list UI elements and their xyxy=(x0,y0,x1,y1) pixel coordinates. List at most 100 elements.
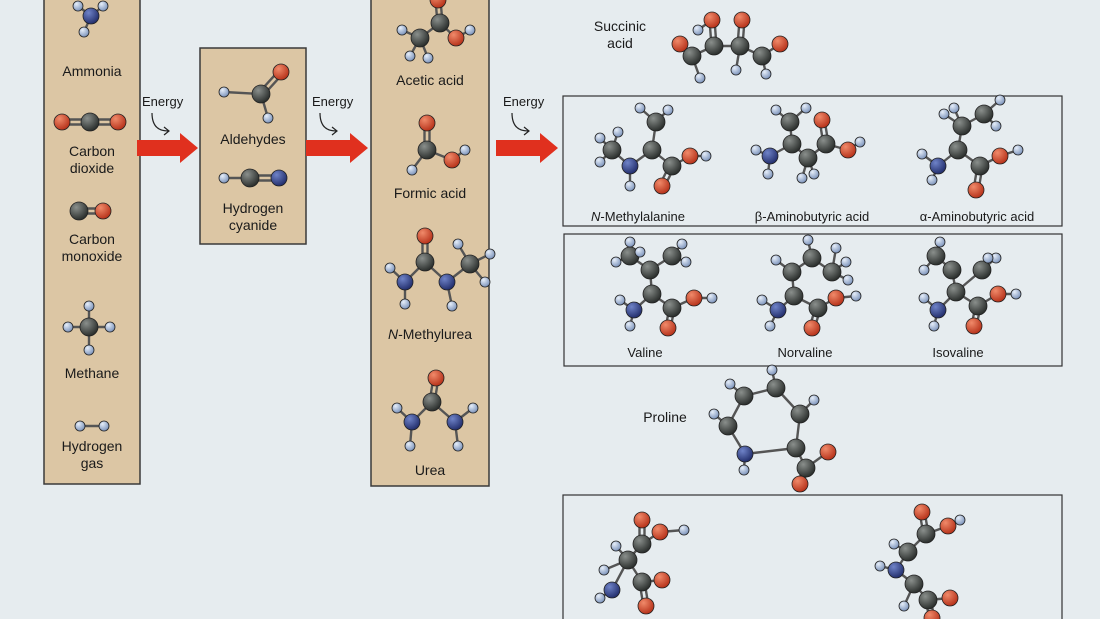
carbon-atom xyxy=(752,46,772,66)
hydrogen-atom xyxy=(610,540,622,552)
oxygen-atom xyxy=(771,35,789,53)
carbon-atom xyxy=(948,140,968,160)
carbon-atom xyxy=(972,260,992,280)
hydrogen-atom xyxy=(760,68,772,80)
hydrogen-atom xyxy=(888,538,900,550)
label-n-methylurea: N-Methylurea xyxy=(371,326,489,343)
nitrogen-atom xyxy=(603,581,621,599)
hydrogen-atom xyxy=(399,298,411,310)
norvaline-molecule xyxy=(756,234,862,337)
oxygen-atom xyxy=(967,181,985,199)
alpha-aminobutyric-molecule xyxy=(916,94,1024,199)
oxygen-atom xyxy=(991,147,1009,165)
hydrogen-atom xyxy=(104,321,116,333)
hydrogen-atom xyxy=(452,238,464,250)
hydrogen-atom xyxy=(391,402,403,414)
oxygen-atom xyxy=(671,35,689,53)
carbon-atom xyxy=(662,298,682,318)
carbon-atom xyxy=(816,134,836,154)
carbon-atom xyxy=(80,112,100,132)
hydrogen-atom xyxy=(926,174,938,186)
hydrogen-atom xyxy=(624,180,636,192)
label-n-methylalanine: N-Methylalanine xyxy=(568,208,708,225)
hydrogen-atom xyxy=(598,564,610,576)
isovaline-molecule xyxy=(918,236,1022,335)
label-isovaline: Isovaline xyxy=(932,345,984,360)
oxygen-atom xyxy=(659,319,677,337)
nitrogen-atom xyxy=(82,7,100,25)
label-norvaline: Norvaline xyxy=(777,345,833,360)
panel-aldehydes-cyanide xyxy=(199,47,307,245)
hydrogen-atom xyxy=(83,344,95,356)
carbon-atom xyxy=(822,262,842,282)
hydrogen-atom xyxy=(800,102,812,114)
hydrogen-atom xyxy=(97,0,109,12)
n-methylalanine-rest: -Methylalanine xyxy=(600,209,685,224)
carbon-atom xyxy=(898,542,918,562)
oxygen-atom xyxy=(941,589,959,607)
energy-label-1: Energy xyxy=(142,94,184,109)
nitrogen-atom xyxy=(403,413,421,431)
hydrogen-atom xyxy=(680,256,692,268)
hydrogen-atom xyxy=(404,50,416,62)
carbon-atom xyxy=(784,286,804,306)
oxygen-atom xyxy=(418,114,436,132)
hydrogen-atom xyxy=(808,168,820,180)
carbon-atom xyxy=(632,534,652,554)
hydrogen-atom xyxy=(459,144,471,156)
hydrogen-atom xyxy=(770,254,782,266)
hydrogen-atom xyxy=(830,242,842,254)
oxygen-atom xyxy=(827,289,845,307)
oxygen-atom xyxy=(703,11,721,29)
carbon-atom xyxy=(662,246,682,266)
carbon-atom xyxy=(618,550,638,570)
nitrogen-atom xyxy=(438,273,456,291)
panel-simple-gases xyxy=(43,0,141,485)
hydrogen-atom xyxy=(770,104,782,116)
oxygen-atom xyxy=(429,0,447,9)
carbon-atom xyxy=(926,246,946,266)
carbon-atom xyxy=(682,46,702,66)
hydrogen-atom xyxy=(692,24,704,36)
carbon-atom xyxy=(782,134,802,154)
nitrogen-atom xyxy=(396,273,414,291)
carbon-atom xyxy=(946,282,966,302)
hydrogen-atom xyxy=(218,172,230,184)
oxygen-atom xyxy=(633,511,651,529)
hydrogen-atom xyxy=(764,320,776,332)
energy-arrow-1 xyxy=(137,133,198,163)
proline-molecule xyxy=(708,364,837,493)
hydrogen-atom xyxy=(916,148,928,160)
hydrogen-atom xyxy=(78,26,90,38)
carbon-atom xyxy=(904,574,924,594)
hydrogen-atom xyxy=(452,440,464,452)
carbon-atom xyxy=(796,458,816,478)
hydrogen-atom xyxy=(982,252,994,264)
oxygen-atom xyxy=(651,523,669,541)
n-methylurea-rest: -Methylurea xyxy=(398,326,473,342)
oxygen-atom xyxy=(839,141,857,159)
oxygen-atom xyxy=(109,113,127,131)
oxygen-atom xyxy=(681,147,699,165)
box-amino-acids-1 xyxy=(562,95,1063,227)
oxygen-atom xyxy=(653,571,671,589)
carbon-atom xyxy=(734,386,754,406)
carbon-atom xyxy=(808,298,828,318)
label-succinic-acid: Succinic acid xyxy=(593,18,647,51)
carbon-atom xyxy=(718,416,738,436)
carbon-atom xyxy=(69,201,89,221)
oxygen-atom xyxy=(989,285,1007,303)
oxygen-atom xyxy=(791,475,809,493)
hydrogen-atom xyxy=(396,24,408,36)
oxygen-atom xyxy=(923,609,941,619)
hydrogen-atom xyxy=(854,136,866,148)
hydrogen-atom xyxy=(624,320,636,332)
hydrogen-atom xyxy=(948,102,960,114)
energy-hook-1 xyxy=(151,112,169,132)
label-methane: Methane xyxy=(64,365,120,381)
carbon-atom xyxy=(786,438,806,458)
hydrogen-atom xyxy=(938,108,950,120)
hydrogen-atom xyxy=(1012,144,1024,156)
hydrogen-atom xyxy=(928,320,940,332)
carbon-atom xyxy=(916,524,936,544)
